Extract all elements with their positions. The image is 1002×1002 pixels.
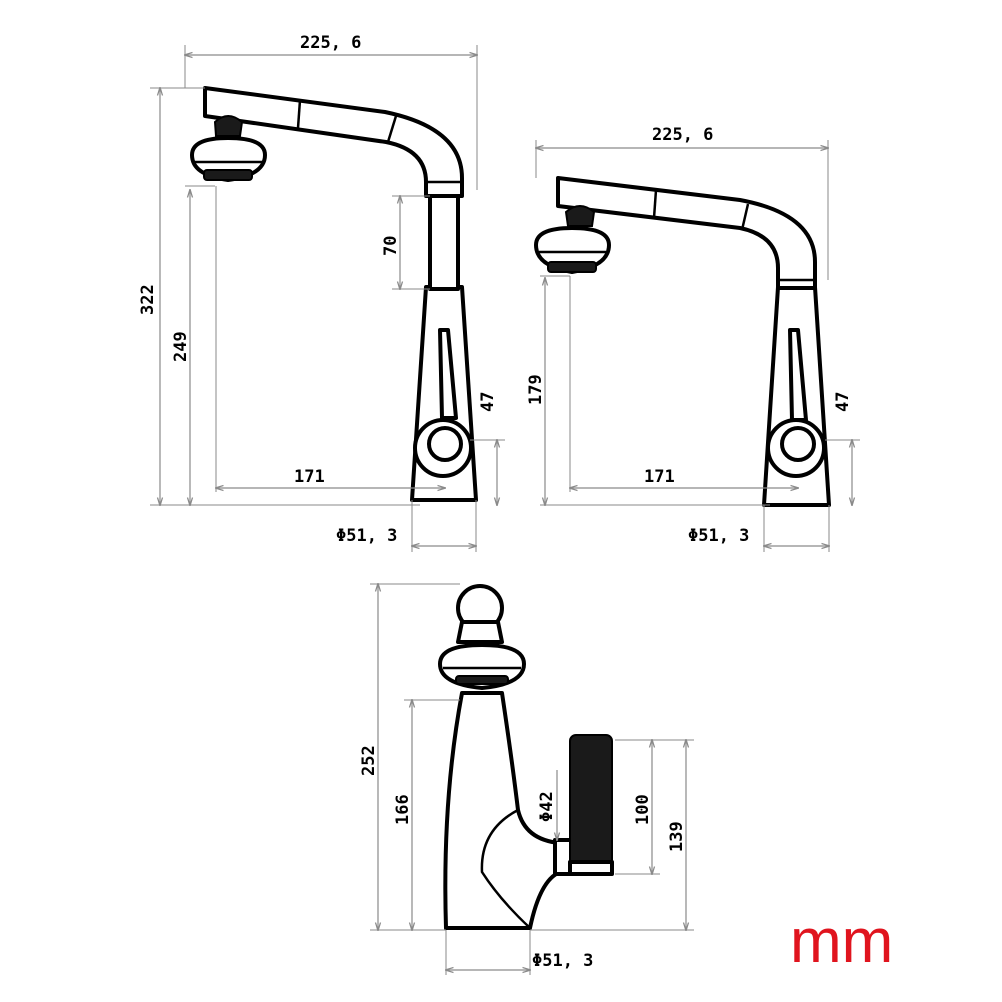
sprayer-nozzle	[547, 261, 597, 273]
body	[443, 691, 562, 930]
cartridge-core	[427, 426, 463, 462]
dim-reach-right: 171	[644, 467, 675, 487]
dim-base-diameter-front: Φ51, 3	[532, 951, 593, 971]
faucet-front-view: 252 166 Φ42 100 139 Φ51, 3	[359, 584, 694, 975]
cartridge-core	[780, 426, 816, 462]
lever-handle	[438, 328, 458, 420]
sprayer-nozzle	[455, 675, 509, 685]
dim-handle-height-right: 47	[833, 392, 853, 412]
lever-handle	[569, 734, 613, 874]
faucet-side-view-left: 225, 6 322 249 171 70 47 Φ51, 3	[138, 33, 505, 552]
dim-handle-height-left: 47	[478, 392, 498, 412]
dim-width-left: 225, 6	[300, 33, 361, 53]
spout-neck	[456, 620, 504, 644]
sprayer-knob	[564, 205, 596, 227]
spout-arm	[556, 176, 817, 290]
dim-total-height-left: 322	[138, 284, 158, 315]
sprayer-knob	[213, 115, 244, 137]
dim-width-right: 225, 6	[652, 125, 713, 145]
spout-arm	[203, 86, 464, 198]
riser-tube	[428, 194, 460, 291]
dim-handle-length-front: 100	[633, 794, 653, 825]
dim-handle-total-front: 139	[667, 821, 687, 852]
handle-cap	[568, 860, 614, 876]
dim-reach-left: 171	[294, 467, 325, 487]
dim-total-height-front: 252	[359, 745, 379, 776]
faucet-side-view-right: 225, 6 179 171 47 Φ51, 3	[526, 125, 860, 552]
dim-base-diameter-left: Φ51, 3	[336, 526, 397, 546]
dim-spout-height-right: 179	[526, 374, 546, 405]
dim-base-diameter-right: Φ51, 3	[688, 526, 749, 546]
dim-pull-out-left: 70	[381, 236, 401, 256]
dim-handle-diameter-front: Φ42	[537, 791, 557, 822]
dim-body-height-front: 166	[393, 794, 413, 825]
unit-label: mm	[790, 907, 893, 976]
sprayer-nozzle	[203, 169, 253, 181]
dim-spout-height-left: 249	[171, 331, 191, 362]
